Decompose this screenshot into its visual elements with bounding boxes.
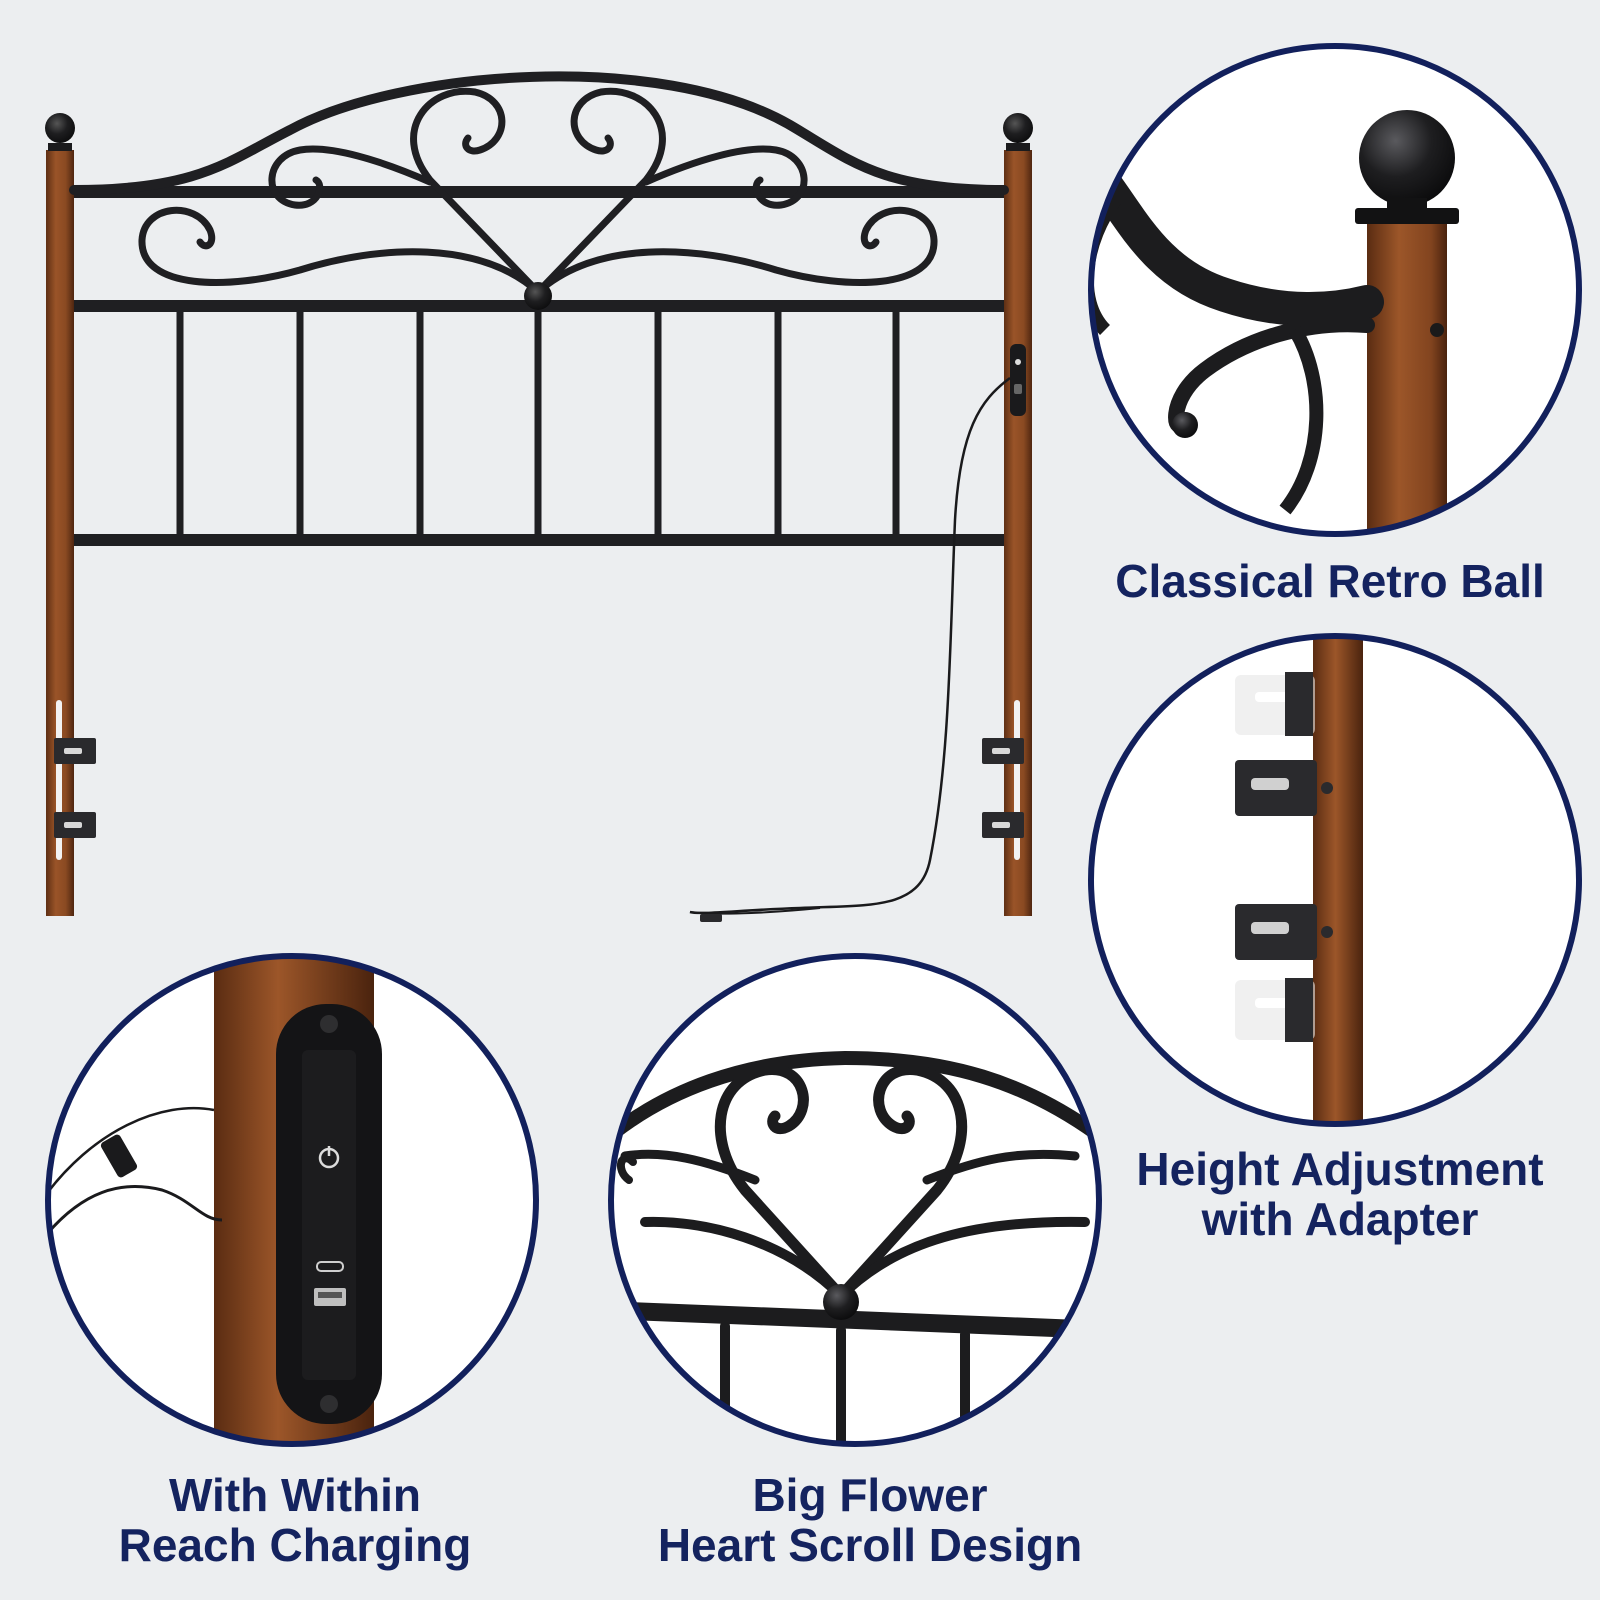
charging-detail-circle [45, 953, 539, 1447]
retro-ball-detail-circle [1088, 43, 1582, 537]
charging-port-icon [48, 956, 382, 1444]
side-charging-port [1010, 344, 1026, 416]
caption-within-reach-charging: With Within Reach Charging [60, 1470, 530, 1570]
heart-scroll-icon [611, 1050, 1099, 1444]
spindles [176, 312, 900, 534]
center-medallion [524, 282, 552, 310]
caption-line: with Adapter [1201, 1193, 1479, 1245]
caption-line: Reach Charging [118, 1519, 472, 1571]
right-ball-finial [1003, 113, 1033, 143]
power-cord [689, 376, 1011, 915]
retro-ball-icon [1091, 110, 1459, 534]
left-ball-finial [45, 113, 75, 143]
heart-scroll-detail-circle [608, 953, 1102, 1447]
caption-line: Big Flower [752, 1469, 988, 1521]
caption-line: With Within [168, 1469, 422, 1521]
caption-line: Heart Scroll Design [657, 1519, 1083, 1571]
caption-line: Height Adjustment [1136, 1143, 1544, 1195]
left-post [45, 113, 96, 916]
arch-scrollwork [69, 71, 1009, 296]
right-bracket [982, 738, 1024, 838]
left-bracket [54, 738, 96, 838]
caption-classical-retro-ball: Classical Retro Ball [1080, 556, 1580, 606]
height-adjustment-detail-circle [1088, 633, 1582, 1127]
caption-line: Classical Retro Ball [1115, 555, 1545, 607]
caption-height-adjustment: Height Adjustment with Adapter [1100, 1144, 1580, 1244]
height-bracket-icon [1235, 636, 1363, 1124]
caption-heart-scroll-design: Big Flower Heart Scroll Design [610, 1470, 1130, 1570]
right-post [982, 113, 1033, 916]
